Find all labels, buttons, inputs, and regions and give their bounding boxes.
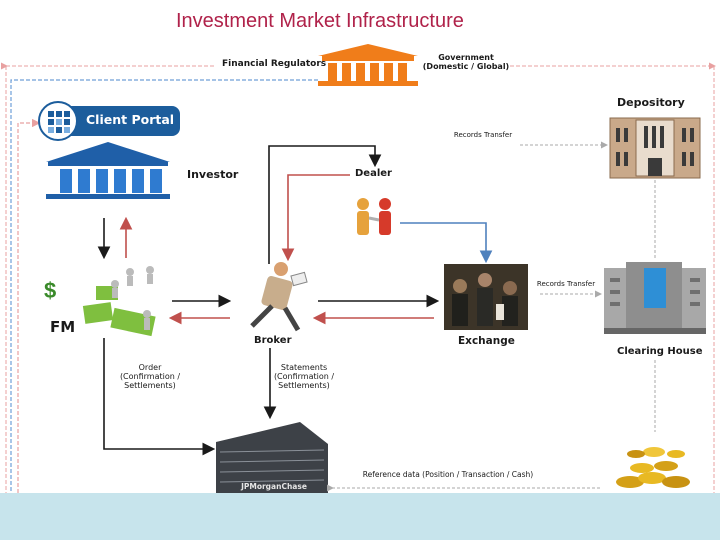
order-label: Order (Confirmation / Settlements) xyxy=(119,363,181,390)
investor-bank-icon xyxy=(46,142,170,199)
diagram-canvas: $ xyxy=(1,44,716,493)
svg-text:$: $ xyxy=(44,278,56,303)
diagram-panel: $ xyxy=(0,42,720,493)
regulator-line xyxy=(1,62,716,493)
fm-label: FM xyxy=(50,318,76,336)
gold-coins-icon xyxy=(616,447,690,488)
records-transfer-mid-label: Records Transfer xyxy=(536,280,596,288)
fm-puzzle-icon: $ xyxy=(44,266,156,337)
portal-link-line xyxy=(10,79,318,493)
bank-tower-photo xyxy=(216,422,328,493)
slide-title: Investment Market Infrastructure xyxy=(0,0,720,42)
clearing-house-label: Clearing House xyxy=(617,346,703,357)
fm-to-bank-arrow xyxy=(103,338,216,456)
dealer-to-exchange-arrow xyxy=(400,222,493,264)
broker-runner-icon xyxy=(250,262,308,332)
regulators-label: Financial Regulators xyxy=(222,59,327,69)
depository-label: Depository xyxy=(617,96,685,109)
broker-label: Broker xyxy=(254,335,292,346)
clearing-house-building-icon xyxy=(604,262,706,334)
exchange-trading-photo xyxy=(444,264,528,330)
reference-data-label: Reference data (Position / Transaction /… xyxy=(362,470,534,479)
government-label: Government (Domestic / Global) xyxy=(422,53,510,71)
statements-label: Statements (Confirmation / Settlements) xyxy=(273,363,335,390)
bank-logo-text: JPMorganChase xyxy=(241,482,307,491)
client-portal-badge xyxy=(38,101,180,141)
broker-to-dealer-arrow xyxy=(268,145,382,264)
dealer-to-broker-arrow xyxy=(281,174,350,262)
dealer-label: Dealer xyxy=(355,168,392,179)
dealer-handshake-icon xyxy=(357,198,391,235)
exchange-label: Exchange xyxy=(458,335,515,347)
regulator-building-icon xyxy=(318,44,418,86)
records-transfer-top-label: Records Transfer xyxy=(453,131,513,139)
depository-building-icon xyxy=(609,117,701,179)
investor-label: Investor xyxy=(187,168,239,181)
client-portal-label: Client Portal xyxy=(86,112,175,127)
